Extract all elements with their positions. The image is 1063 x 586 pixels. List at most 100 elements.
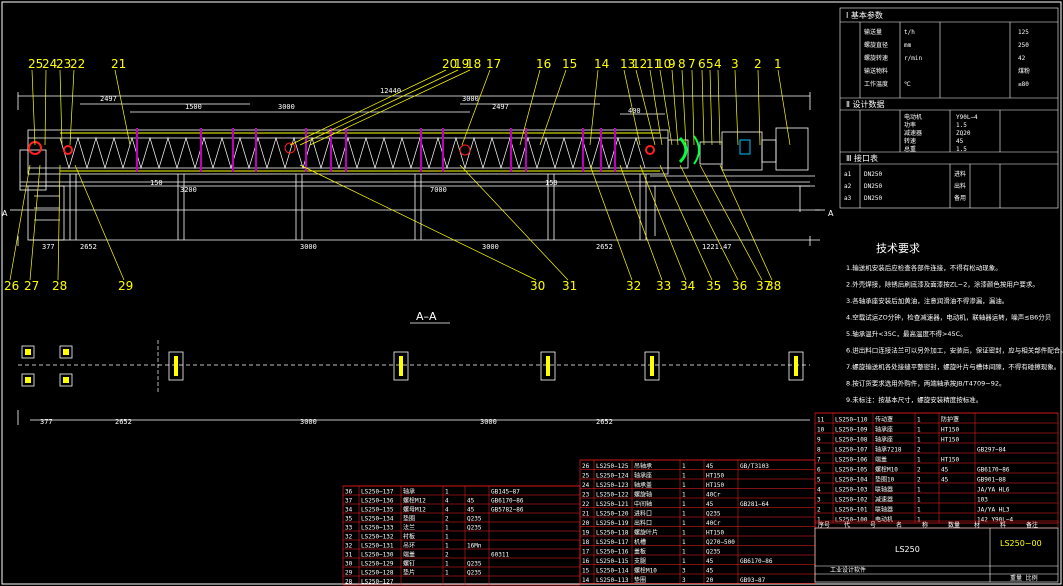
table-header-cell: 代: [844, 521, 850, 529]
flange-mark: [600, 128, 602, 172]
dim-overall: 12440: [380, 87, 401, 95]
part-cell: 5: [817, 477, 821, 484]
anchor-bolt: [63, 349, 69, 355]
part-cell: 1: [917, 517, 921, 524]
part-cell: 机槽: [634, 538, 646, 546]
part-cell: GB6170−86: [740, 558, 773, 565]
part-cell: 螺钉: [403, 560, 415, 568]
spec-param: 螺旋直径: [864, 41, 888, 49]
part-cell: LS250−106: [835, 457, 868, 464]
part-cell: 联轴器: [875, 486, 893, 494]
callout-22: 22: [70, 57, 85, 71]
tech-note: 6.进出料口连接法兰可以另外加工，安装后，保证密封，应与相关部件配合。: [846, 346, 1063, 355]
leader-line: [289, 69, 447, 146]
design-value: 45: [956, 138, 964, 145]
leader-line: [309, 69, 471, 146]
callout-15: 15: [562, 57, 577, 71]
part-cell: 7: [817, 457, 821, 464]
callout-13: 13: [620, 57, 635, 71]
accent-shapes: [28, 128, 751, 172]
part-cell: GB145−87: [491, 489, 520, 496]
part-cell: 1: [917, 507, 921, 514]
interface-use: 备用: [954, 194, 966, 202]
support-section: [644, 351, 660, 381]
part-cell: 19: [582, 530, 590, 537]
leader-line: [299, 69, 459, 146]
flange-mark: [136, 128, 138, 172]
leader-line: [29, 164, 41, 281]
part-cell: 35: [345, 516, 353, 523]
callout-5: 5: [706, 57, 714, 71]
part-cell: 1: [682, 549, 686, 556]
leader-line: [619, 164, 663, 281]
part-cell: 螺栓M10: [634, 567, 657, 575]
part-cell: 1: [917, 497, 921, 504]
flange-mark: [200, 128, 202, 172]
part-cell: 传动罩: [875, 416, 893, 424]
interface-size: DN250: [864, 183, 882, 190]
callout-8: 8: [678, 57, 686, 71]
leader-line: [59, 69, 63, 146]
callout-12: 12: [632, 57, 647, 71]
part-cell: 1: [917, 427, 921, 434]
part-cell: 1: [682, 473, 686, 480]
part-cell: JA/YA HL3: [977, 507, 1010, 514]
part-cell: LS250−116: [596, 549, 629, 556]
tech-note: 4.空载试运ZO分钟，检查减速器，电动机，联轴器运转，噪声≤B6分贝: [846, 313, 1051, 322]
part-cell: 垫圈10: [875, 476, 895, 484]
part-cell: 2: [445, 516, 449, 523]
part-cell: LS250−133: [361, 525, 394, 532]
table-header-cell: 数量: [948, 521, 960, 529]
part-cell: 1: [817, 517, 821, 524]
interface-id: a1: [844, 171, 852, 178]
sec-dim-2: 2652: [115, 418, 132, 426]
part-cell: 防护罩: [941, 416, 959, 424]
leader-line: [734, 69, 739, 146]
part-cell: 1: [445, 543, 449, 550]
sec-dim-4: 3000: [480, 418, 497, 426]
design-value: 1.5: [956, 146, 967, 153]
part-cell: 8: [817, 447, 821, 454]
table-header-cell: 号: [870, 522, 876, 529]
part-cell: 23: [582, 492, 590, 499]
part-cell: GB297−84: [977, 447, 1006, 454]
design-value: Y90L−4: [956, 114, 978, 121]
callout-25: 25: [28, 57, 43, 71]
callout-37: 37: [756, 279, 771, 293]
part-cell: LS250−136: [361, 498, 394, 505]
spec-param: 输送量: [864, 28, 882, 36]
anchor-plate: [59, 345, 73, 359]
dim-b: 1500: [185, 103, 202, 111]
part-cell: 1: [445, 570, 449, 577]
design-param: 电动机: [904, 113, 922, 121]
spec-unit: ℃: [904, 81, 911, 88]
part-cell: 14: [582, 577, 590, 584]
part-cell: LS250−109: [835, 427, 868, 434]
leader-line: [717, 69, 721, 146]
part-cell: GB5782−86: [491, 507, 524, 514]
part-cell: LS250−120: [596, 511, 629, 518]
part-cell: 45: [941, 477, 949, 484]
spec-section-1: Ⅰ 基本参数: [846, 10, 883, 20]
interface-size: DN250: [864, 195, 882, 202]
dim-d: 2497: [492, 103, 509, 111]
callout-10: 10: [656, 57, 671, 71]
part-cell: 22: [582, 501, 590, 508]
leader-line: [719, 164, 773, 281]
table-header-cell: 序号: [818, 521, 830, 529]
leader-line: [623, 69, 641, 146]
part-cell: 40Cr: [706, 492, 721, 499]
part-cell: HT150: [706, 482, 724, 489]
part-cell: 17: [582, 549, 590, 556]
section-mark-left: A: [2, 209, 8, 218]
leader-line: [709, 69, 713, 146]
flange-mark: [582, 128, 584, 172]
part-cell: 1: [682, 539, 686, 546]
tech-title: 技术要求: [876, 242, 920, 255]
title-extra: 重量 比例: [1010, 574, 1038, 582]
dim-n: 3000: [482, 243, 499, 251]
flange-mark: [614, 128, 616, 172]
part-cell: 4: [817, 487, 821, 494]
callout-1: 1: [774, 57, 782, 71]
callout-23: 23: [56, 57, 71, 71]
